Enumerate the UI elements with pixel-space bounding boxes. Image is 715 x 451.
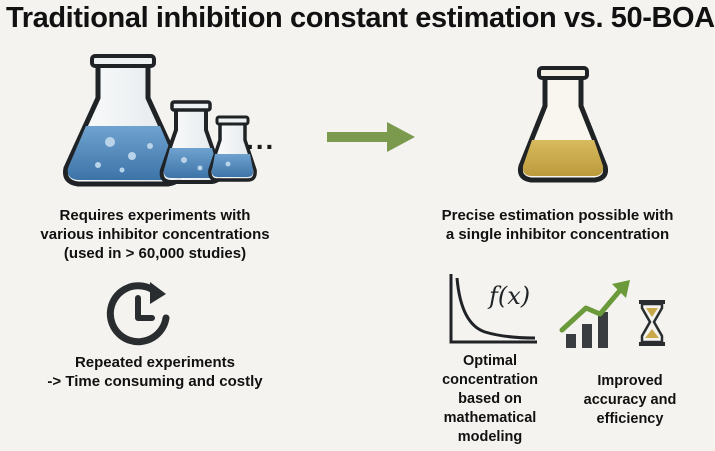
precise-line: a single inhibitor concentration <box>445 226 670 243</box>
decay-curve-icon: f(x) <box>449 274 537 344</box>
precise-line: Precise estimation possible with <box>441 207 674 224</box>
repeat-caption: Repeated experiments -> Time consuming a… <box>10 353 300 391</box>
optimal-caption: Optimal concentration based on mathemati… <box>420 352 560 447</box>
clock-repeat-icon <box>106 282 170 346</box>
repeat-line: Repeated experiments <box>74 354 236 371</box>
repeat-line: -> Time consuming and costly <box>47 373 263 390</box>
optimal-line: modeling <box>457 429 523 445</box>
optimal-line: Optimal <box>463 353 517 369</box>
erlenmeyer-flask-icon-small <box>208 115 257 182</box>
flask-group-traditional <box>63 54 257 187</box>
requirement-line: Requires experiments with <box>59 207 251 224</box>
improved-line: Improved <box>597 373 663 389</box>
function-label: f(x) <box>487 282 530 310</box>
precise-caption: Precise estimation possible with a singl… <box>420 206 695 244</box>
requirement-caption: Requires experiments with various inhibi… <box>10 206 300 263</box>
optimal-line: mathematical <box>443 410 537 426</box>
erlenmeyer-flask-icon-large <box>63 54 183 187</box>
improved-line: accuracy and <box>583 392 677 408</box>
arrow-right-icon <box>327 122 415 152</box>
requirement-line: (used in > 60,000 studies) <box>63 245 247 262</box>
optimal-line: based on <box>458 391 522 407</box>
improved-caption: Improved accuracy and efficiency <box>570 372 690 429</box>
improved-line: efficiency <box>596 411 664 427</box>
trend-up-chart-icon <box>559 280 630 348</box>
optimal-line: concentration <box>442 372 538 388</box>
ellipsis: ... <box>246 124 276 155</box>
page-title: Traditional inhibition constant estimati… <box>6 2 715 34</box>
requirement-line: various inhibitor concentrations <box>40 226 270 243</box>
hourglass-icon <box>639 300 665 346</box>
erlenmeyer-flask-icon-single <box>518 66 608 183</box>
